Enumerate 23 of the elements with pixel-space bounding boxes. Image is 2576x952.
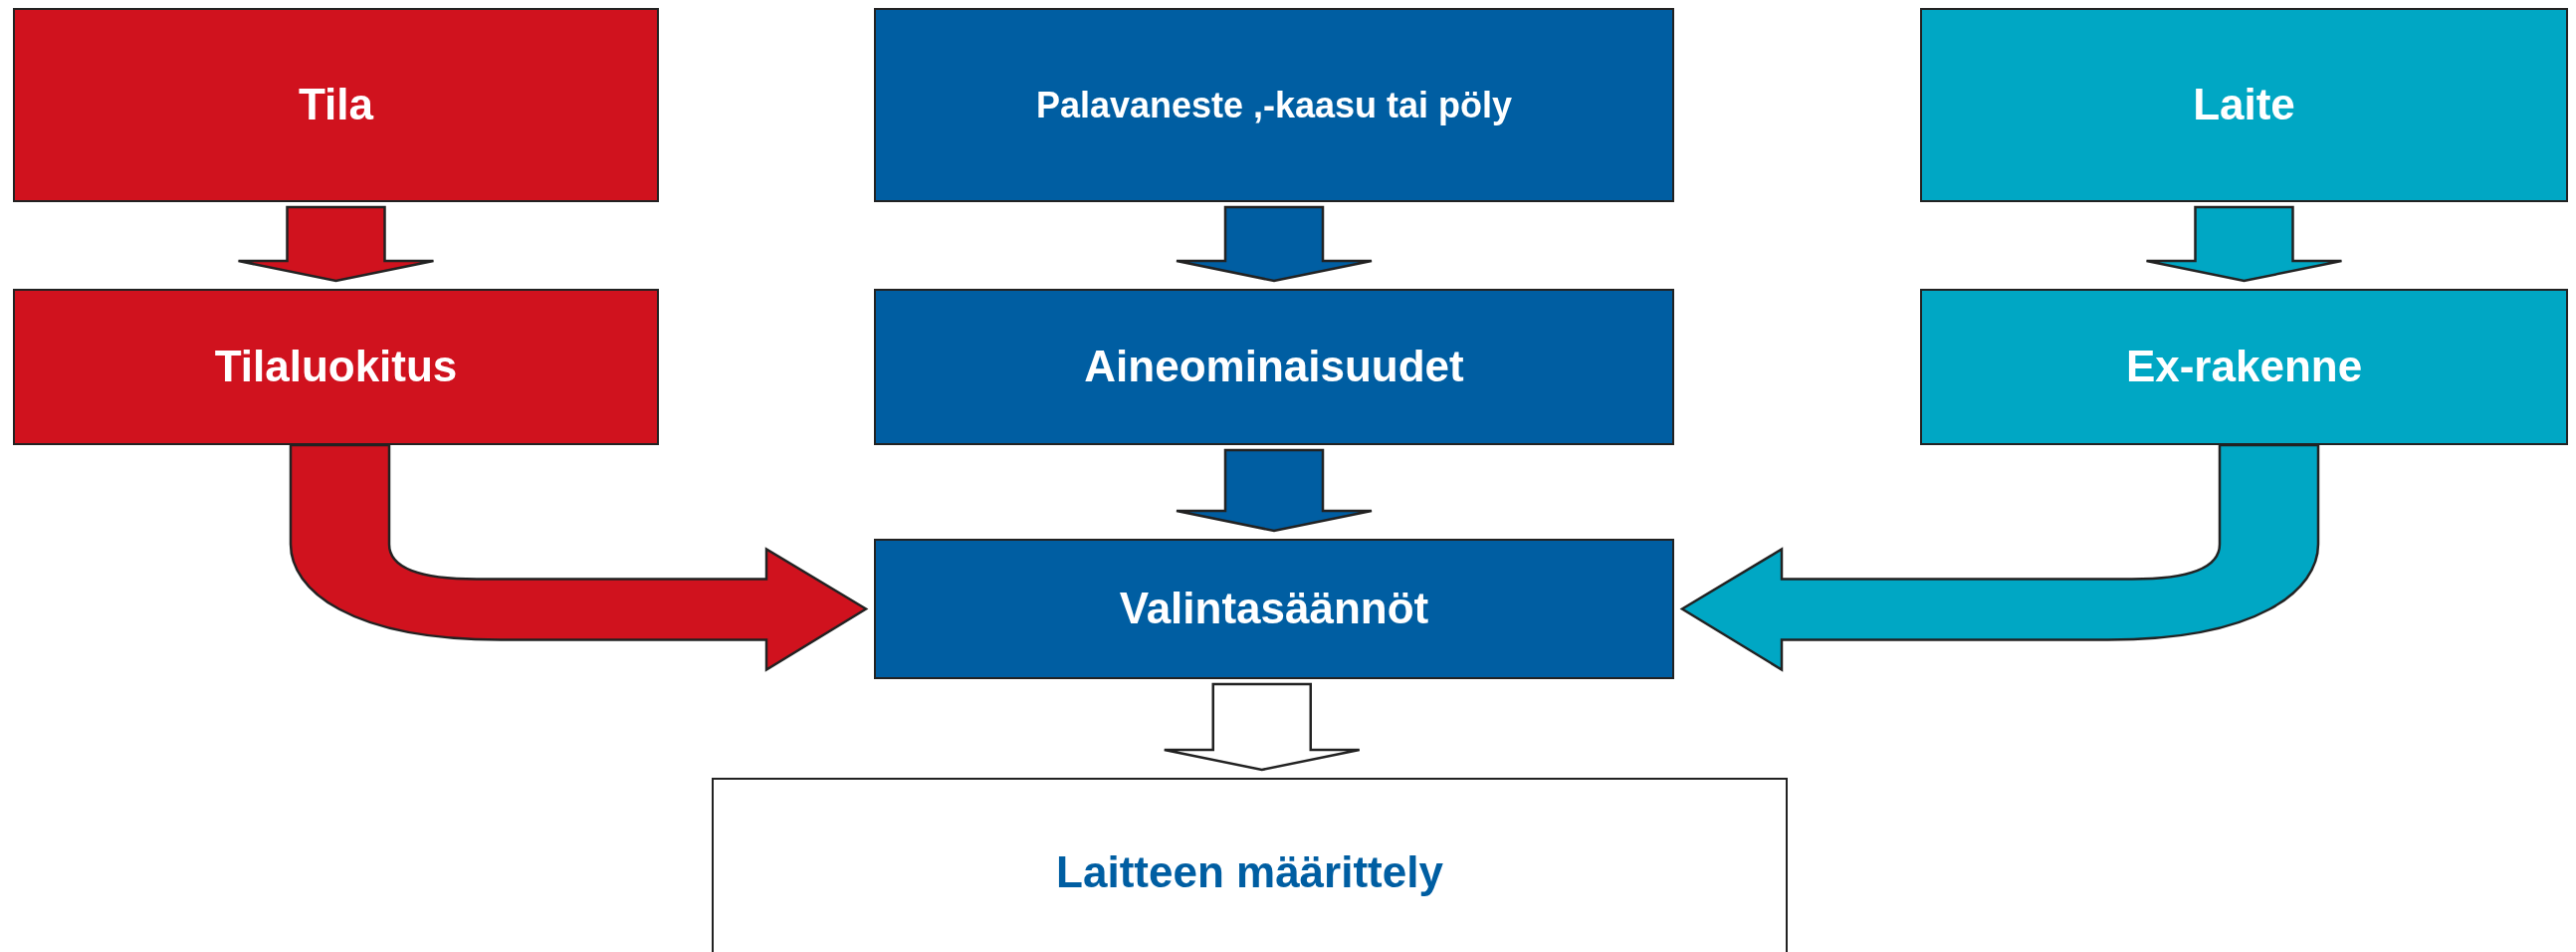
block-arrow xyxy=(289,443,868,671)
process-box xyxy=(1920,8,2568,202)
box-label: Ex-rakenne xyxy=(2125,342,2363,392)
block-arrow xyxy=(1175,448,1374,533)
block-arrow xyxy=(1680,443,2320,671)
process-box xyxy=(13,289,659,445)
process-box xyxy=(13,8,659,202)
box-label: Tilaluokitus xyxy=(214,342,458,392)
process-box xyxy=(874,289,1674,445)
box-label: Aineominaisuudet xyxy=(1084,342,1464,392)
block-arrow xyxy=(237,205,435,283)
process-box xyxy=(712,778,1788,952)
process-box xyxy=(1920,289,2568,445)
box-label: Valintasäännöt xyxy=(1119,584,1429,634)
box-label: Palavaneste ,-kaasu tai pöly xyxy=(1035,84,1513,126)
box-label: Laitteen määrittely xyxy=(1056,846,1443,898)
block-arrow xyxy=(2145,205,2343,283)
block-arrow xyxy=(1163,682,1361,772)
box-label: Laite xyxy=(2193,80,2295,130)
box-label: Tila xyxy=(299,80,373,130)
process-box xyxy=(874,8,1674,202)
process-box xyxy=(874,539,1674,679)
block-arrow xyxy=(1175,205,1374,283)
